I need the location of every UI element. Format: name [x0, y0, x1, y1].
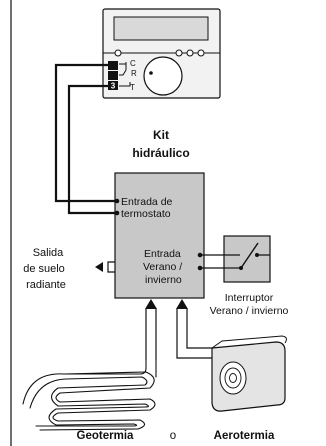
floor-output-arrow	[95, 261, 115, 273]
geothermal-arrowhead	[145, 299, 157, 309]
thermostat-button-3	[197, 49, 205, 57]
kit-box	[114, 172, 205, 299]
aerothermal-label: Aerotermia	[214, 430, 275, 442]
floor-output-line1: Salida	[33, 247, 64, 259]
terminal-bracket-wire	[119, 62, 131, 87]
terminal-letter-t: T	[130, 83, 135, 92]
switch-label-line2: Verano / invierno	[210, 305, 289, 317]
heat-pump-top-face	[211, 335, 287, 349]
terminal-3-box	[108, 81, 118, 90]
kit-input2-line1: Entrada	[144, 248, 181, 260]
terminal-1-box	[108, 61, 118, 70]
thermostat-led-left	[114, 49, 122, 57]
terminal-letter-r: R	[131, 69, 137, 78]
kit-input1-line2: termostato	[121, 208, 171, 220]
aerothermal-arrowhead	[176, 299, 188, 309]
terminal-letter-c: C	[130, 59, 136, 68]
wire-terminal-3	[67, 84, 115, 215]
geothermal-label: Geotermia	[77, 430, 134, 442]
kit-title-line1: Kit	[153, 128, 169, 142]
geothermal-coil	[22, 359, 157, 431]
terminal-2-box	[108, 71, 118, 80]
switch-contact-point	[255, 253, 259, 257]
thermostat-dial	[143, 56, 183, 96]
floor-output-line2: de suelo	[23, 263, 65, 275]
kit-input2-line2: Verano /	[143, 261, 182, 273]
thermostat-dial-marker	[149, 71, 153, 75]
coil-loop-outer	[22, 371, 156, 431]
thermostat-display	[113, 16, 209, 41]
heat-pump-fan-outer	[219, 361, 247, 395]
source-connector-label: o	[170, 430, 176, 442]
aerothermal-unit	[211, 335, 287, 412]
heat-pump-fan-hub	[229, 373, 237, 383]
floor-output-arrowhead	[95, 262, 103, 272]
thermostat-wires	[54, 63, 115, 215]
thermostat-button-2	[186, 49, 194, 57]
switch-label-line1: Interruptor	[225, 292, 274, 304]
terminal-3-number: 3	[111, 82, 116, 91]
floor-output-line3: radiante	[26, 279, 66, 291]
coil-connection	[63, 359, 157, 378]
kit-input2-line3: invierno	[145, 274, 182, 286]
switch-lever	[240, 242, 259, 269]
geothermal-input-arrow	[145, 299, 157, 360]
kit-input1-line1: Entrada de	[121, 196, 173, 208]
coil-loop-inner	[29, 376, 150, 427]
aerothermal-input-arrow	[176, 299, 212, 359]
aerothermal-pipe	[176, 309, 212, 359]
kit-thermostat-input-terminal-1	[114, 198, 120, 204]
kit-thermostat-input-terminal-2	[114, 210, 120, 216]
heat-pump-fan-ring	[224, 367, 242, 389]
thermostat-button-1	[175, 49, 183, 57]
wire-terminal-1	[54, 63, 115, 203]
thermostat: 1 2 3 C R T	[102, 8, 221, 99]
summer-winter-switch	[200, 235, 271, 283]
kit-title-line2: hidráulico	[132, 146, 189, 160]
terminal-1-number: 1	[111, 62, 116, 71]
floor-output-pipe	[107, 261, 115, 273]
geothermal-pipe	[145, 309, 157, 360]
terminal-2-number: 2	[111, 72, 116, 81]
